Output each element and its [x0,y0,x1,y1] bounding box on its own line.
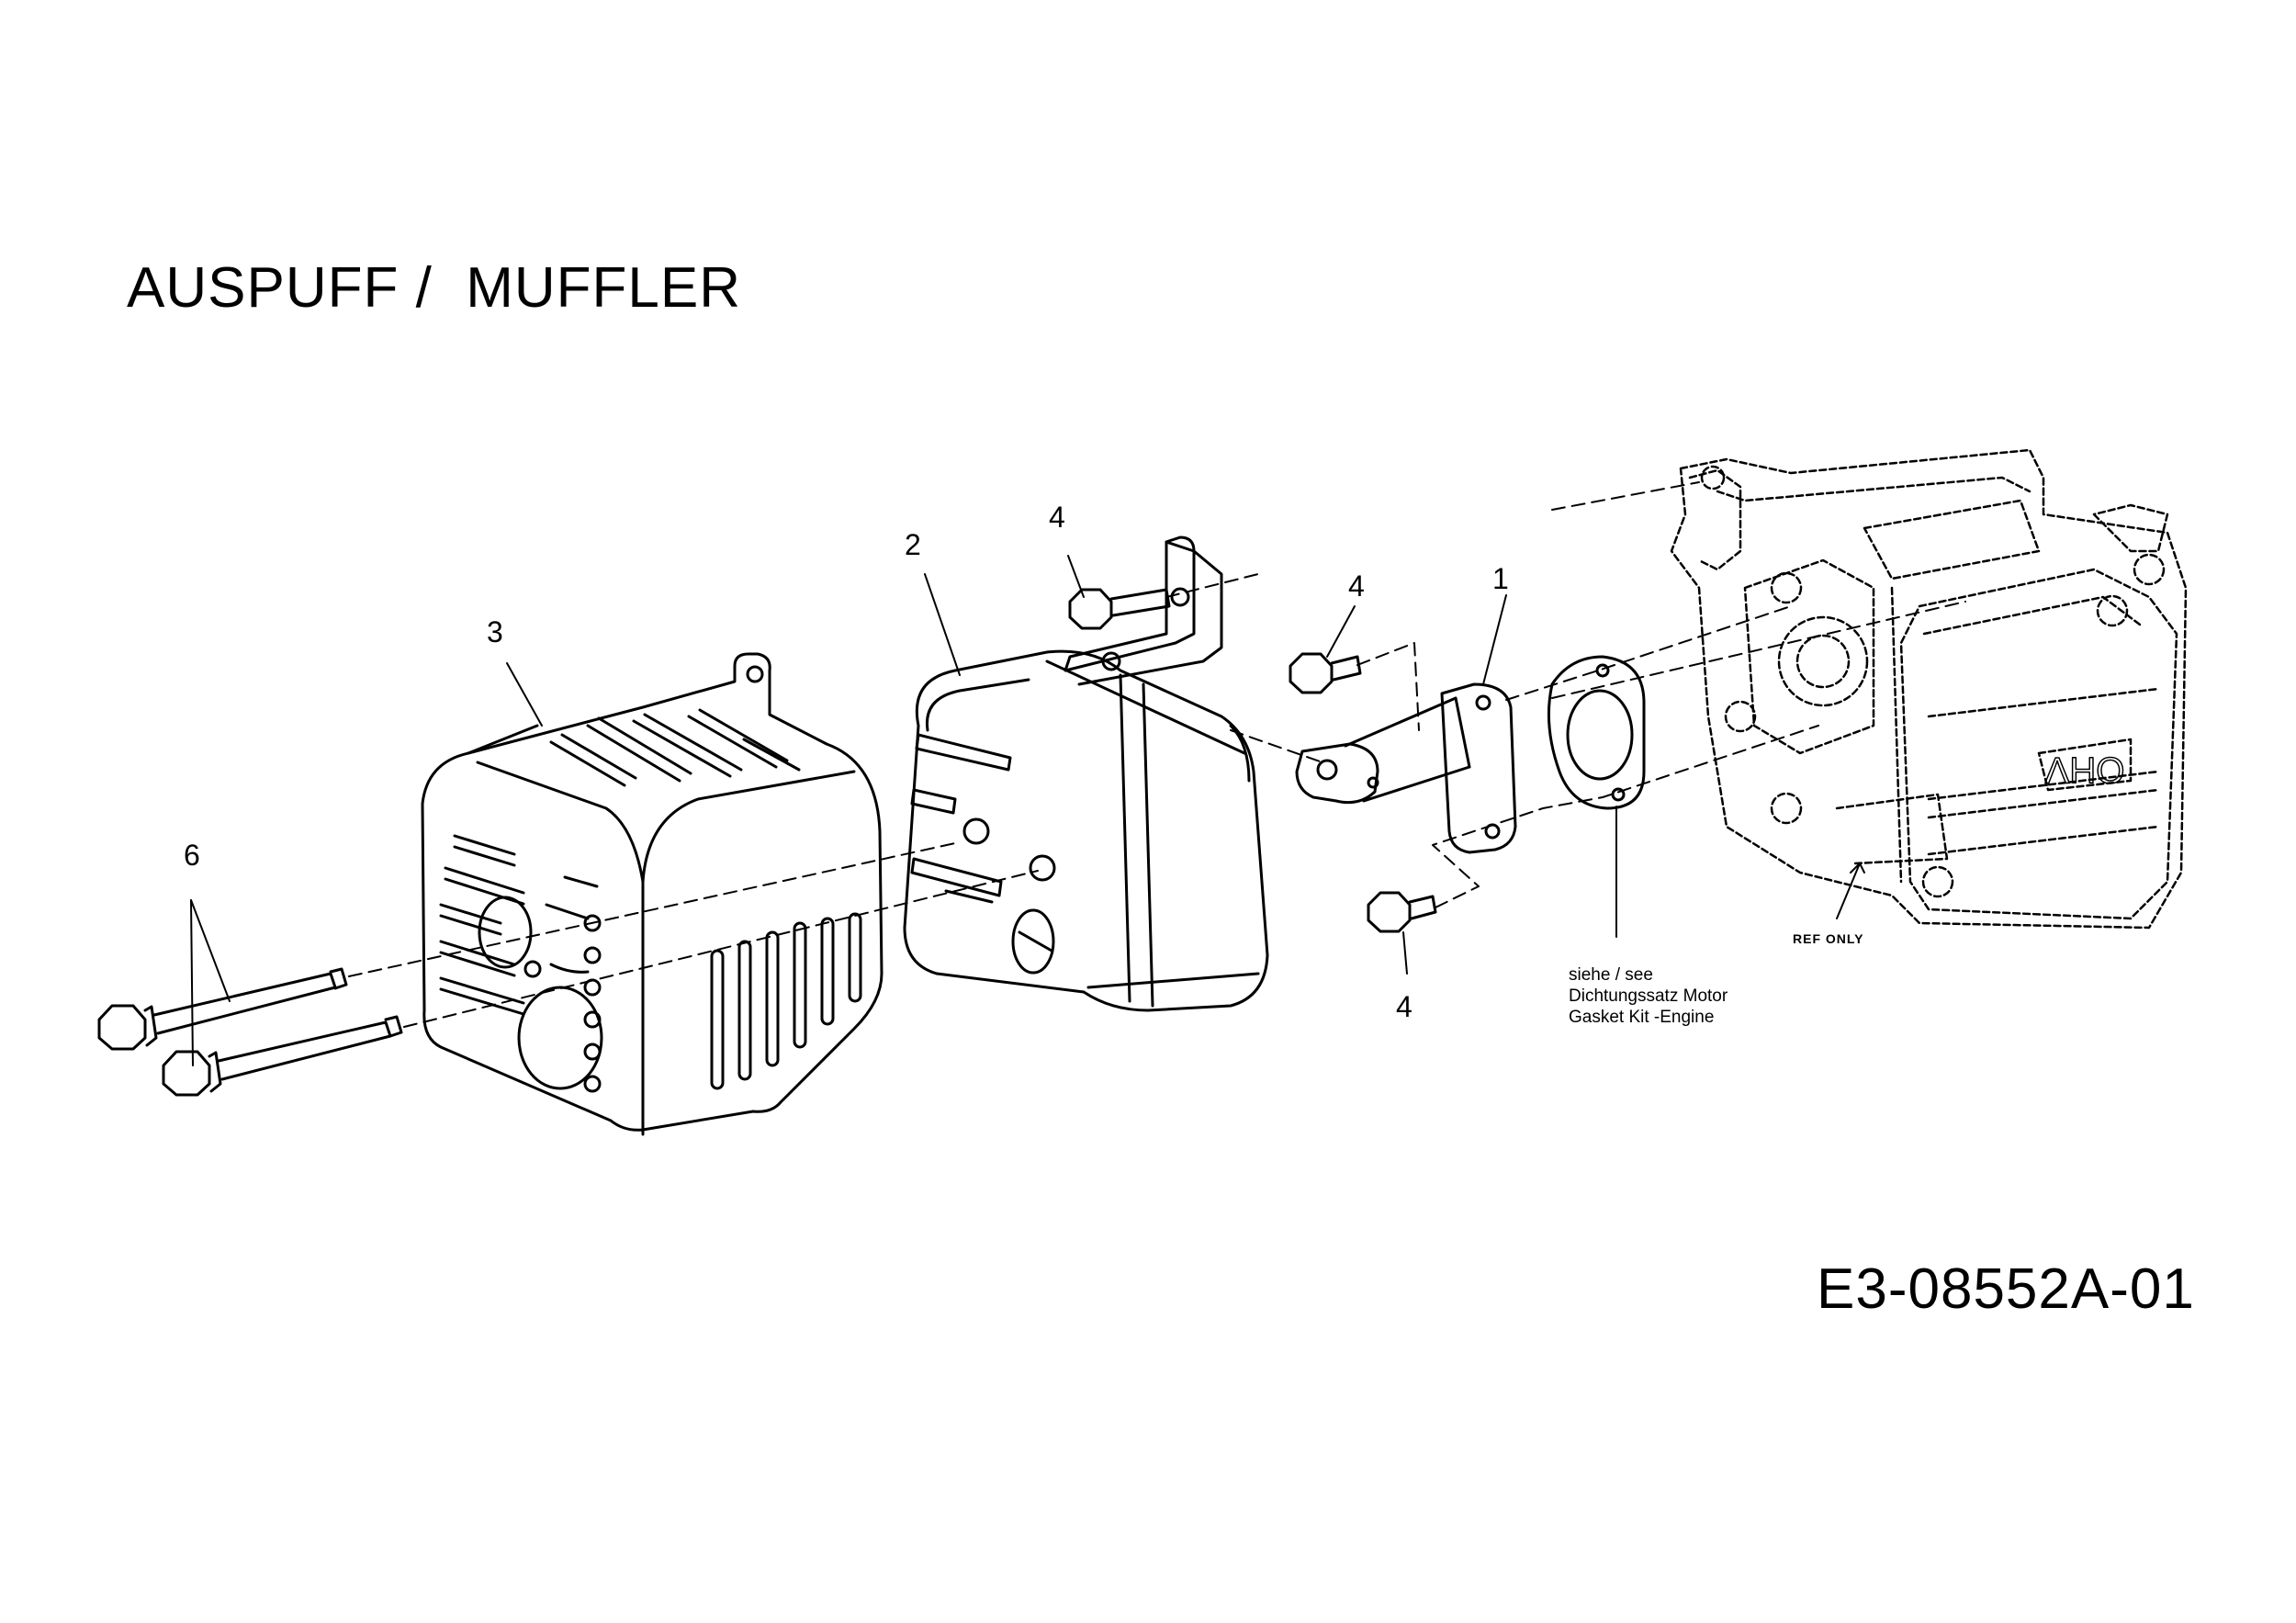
part-6-bolts [97,967,403,1097]
heat-shield-vertical-slots [710,912,862,1090]
ohv-emboss: OHV [2044,750,2124,790]
bolt-bottom [1367,891,1437,933]
gasket-kit-note: siehe / see Dichtungssatz Motor Gasket K… [1569,964,1728,1028]
gasket-note-line-1: siehe / see [1569,965,1653,985]
callout-part-2: 2 [905,528,921,561]
bolt-top [1068,588,1171,630]
callout-part-4-mid: 4 [1348,569,1365,603]
bolt-mid [1289,652,1362,694]
assembly-centerlines [348,481,1966,1028]
callout-part-4-top: 4 [1049,501,1065,534]
gasket [1547,655,1646,810]
part-1-exhaust-pipe [1295,682,1517,854]
callout-part-1: 1 [1492,562,1509,595]
gasket-note-line-2: Dichtungssatz Motor [1569,986,1728,1006]
callout-part-6: 6 [184,839,200,872]
part-2-muffler [903,535,1269,1012]
page-title: AUSPUFF / MUFFLER [127,256,742,320]
part-3-heat-shield [421,652,884,1136]
ref-only-label: REF ONLY [1793,931,1864,946]
callout-part-3: 3 [487,615,503,648]
leader-lines [190,555,1865,1066]
callout-part-4-bottom: 4 [1396,990,1412,1023]
engine-head-reference [1670,448,2188,930]
gasket-note-line-3: Gasket Kit -Engine [1569,1008,1715,1027]
drawing-number: E3-08552A-01 [1817,1257,2195,1321]
